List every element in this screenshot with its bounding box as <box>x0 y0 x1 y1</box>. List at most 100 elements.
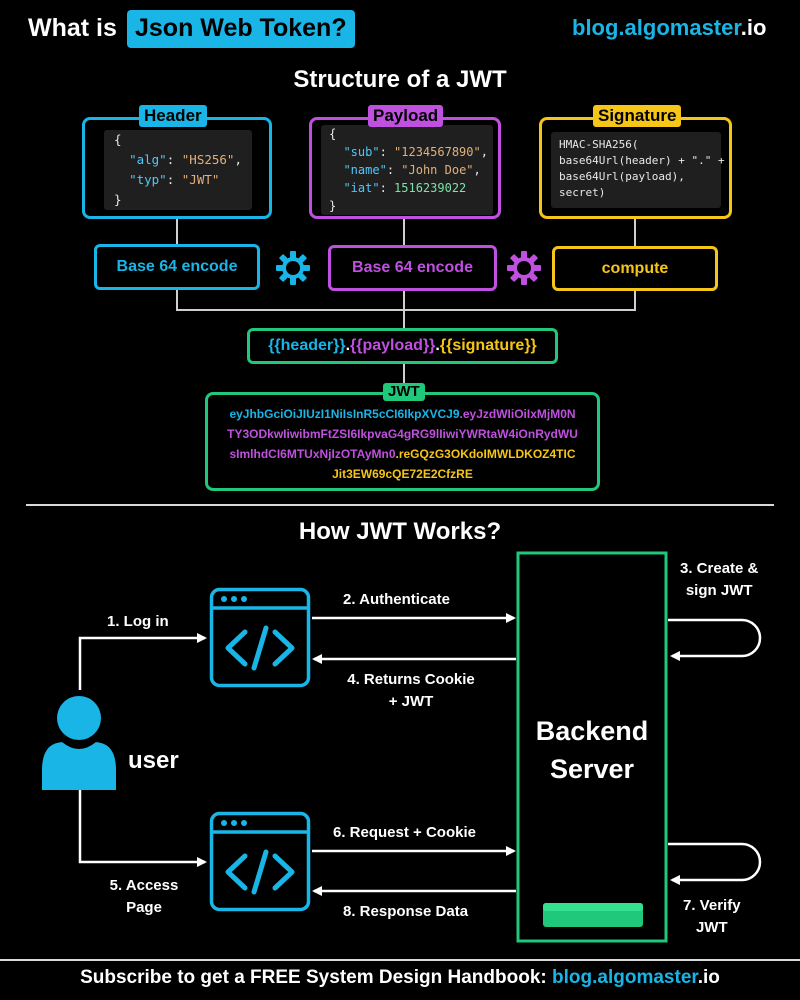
header-to-encode-line <box>176 219 178 244</box>
jwt-segment: Jit3EW69cQE72E2CfzRE <box>332 467 473 481</box>
step5-line2: Page <box>126 899 162 916</box>
step6-label: 6. Request + Cookie <box>333 824 476 841</box>
works-title: How JWT Works? <box>298 518 502 545</box>
backend-server-label: Backend Server <box>518 712 666 788</box>
merge-to-template-line <box>403 310 405 328</box>
server-label-line2: Server <box>549 754 635 784</box>
page-title-prefix: What is <box>28 14 117 42</box>
payload-code: { "sub": "1234567890", "name": "John Doe… <box>329 125 488 215</box>
code-line: } <box>329 199 337 213</box>
jwt-segment: .eyJzdWIiOiIxMjM0N <box>459 407 576 421</box>
code-line: "iat": 1516239022 <box>343 181 467 195</box>
step1-label: 1. Log in <box>107 613 169 630</box>
template-signature: {{signature}} <box>439 337 537 354</box>
section-divider <box>26 504 774 506</box>
code-line: secret) <box>559 186 606 199</box>
access-page-arrow <box>78 790 207 867</box>
server-label-line1: Backend <box>535 716 649 746</box>
header-card: { "alg": "HS256", "typ": "JWT"} <box>82 117 272 219</box>
code-window-icon <box>209 811 311 912</box>
brand-blog: blog. <box>572 15 625 40</box>
step3-line1: 3. Create & <box>680 560 759 577</box>
create-sign-loop <box>668 618 762 661</box>
server-status-bar-shine <box>543 903 643 911</box>
compute-down-line <box>634 291 636 310</box>
code-line: { <box>329 127 337 141</box>
brand-link[interactable]: blog.algomaster.io <box>572 15 766 41</box>
template-to-jwt-line <box>403 364 405 384</box>
step7-label: 7. Verify JWT <box>683 895 741 939</box>
code-line: "typ": "JWT" <box>129 172 220 187</box>
template-header: {{header}} <box>268 337 346 354</box>
code-line: base64Url(header) + "." + <box>559 154 725 167</box>
page-title-highlight: Json Web Token? <box>127 10 355 48</box>
jwt-token-text: eyJhbGciOiJIUzI1NiIsInR5cCI6IkpXVCJ9.eyJ… <box>212 404 593 484</box>
login-arrow <box>78 633 207 690</box>
footer-link-algomaster: algomaster <box>597 967 698 988</box>
user-label: user <box>128 747 179 774</box>
footer-cta: Subscribe to get a FREE System Design Ha… <box>0 967 800 989</box>
code-window-icon <box>209 587 311 688</box>
jwt-segment: .reGQzG3OKdoIMWLDKOZ4TIC <box>395 447 576 461</box>
signature-code: HMAC-SHA256(base64Url(header) + "." +bas… <box>559 137 725 201</box>
header-code: { "alg": "HS256", "typ": "JWT"} <box>114 130 242 210</box>
jwt-token-box: eyJhbGciOiJIUzI1NiIsInR5cCI6IkpXVCJ9.eyJ… <box>205 392 600 491</box>
flow-diagram <box>42 551 762 943</box>
jwt-line: sImlhdCI6MTUxNjIzOTAyMn0.reGQzG3OKdoIMWL… <box>212 444 593 464</box>
template-dot-2: . <box>435 337 440 354</box>
code-line: } <box>114 192 122 207</box>
payload-code-panel: { "sub": "1234567890", "name": "John Doe… <box>321 125 493 215</box>
jwt-line: eyJhbGciOiJIUzI1NiIsInR5cCI6IkpXVCJ9.eyJ… <box>212 404 593 424</box>
step3-line2: sign JWT <box>685 582 753 599</box>
payload-label: Payload <box>368 105 444 127</box>
encode-header-box: Base 64 encode <box>94 244 260 290</box>
jwt-segment: eyJhbGciOiJIUzI1NiIsInR5cCI6IkpXVCJ9 <box>229 407 460 421</box>
template-dot-1: . <box>345 337 351 354</box>
footer-link[interactable]: blog.algomaster.io <box>552 967 720 988</box>
step3-label: 3. Create & sign JWT <box>680 558 758 602</box>
jwt-template-box: {{header}}.{{payload}}.{{signature}} <box>247 328 558 364</box>
step2-label: 2. Authenticate <box>343 591 450 608</box>
user-icon <box>42 696 116 790</box>
encode-header-down-line <box>176 290 178 310</box>
payload-to-encode-line <box>403 219 405 245</box>
signature-label: Signature <box>593 105 682 127</box>
merge-horizontal-line <box>176 309 636 311</box>
gear-icon <box>276 251 310 285</box>
footer-link-io: .io <box>697 967 720 988</box>
brand-algomaster: algomaster <box>624 15 741 40</box>
jwt-line: TY3ODkwIiwibmFtZSI6IkpvaG4gRG9lIiwiYWRta… <box>212 424 593 444</box>
encode-payload-down-line <box>403 291 405 310</box>
brand-io: .io <box>740 15 767 40</box>
footer-link-blog: blog. <box>552 967 598 988</box>
jwt-segment: sImlhdCI6MTUxNjIzOTAyMn0 <box>229 447 396 461</box>
step7-line2: JWT <box>695 919 728 936</box>
step7-line1: 7. Verify <box>683 897 741 914</box>
code-line: base64Url(payload), <box>559 170 685 183</box>
step4-label: 4. Returns Cookie + JWT <box>336 669 486 713</box>
signature-to-compute-line <box>634 219 636 246</box>
step5-label: 5. Access Page <box>100 875 188 919</box>
verify-loop <box>668 842 762 885</box>
code-line: { <box>114 132 122 147</box>
encode-payload-box: Base 64 encode <box>328 245 497 291</box>
gear-icon <box>507 251 541 285</box>
step4-line2: + JWT <box>388 693 434 710</box>
signature-card: HMAC-SHA256(base64Url(header) + "." +bas… <box>539 117 732 219</box>
template-payload: {{payload}} <box>350 337 436 354</box>
jwt-segment: TY3ODkwIiwibmFtZSI6IkpvaG4gRG9lIiwiYWRta… <box>227 427 578 441</box>
step8-label: 8. Response Data <box>343 903 469 920</box>
code-line: "sub": "1234567890", <box>343 145 488 159</box>
structure-title: Structure of a JWT <box>293 66 507 93</box>
backend-server-box <box>516 551 668 943</box>
header-code-panel: { "alg": "HS256", "typ": "JWT"} <box>104 130 252 210</box>
code-line: "name": "John Doe", <box>343 163 481 177</box>
step5-line1: 5. Access <box>109 877 179 894</box>
step4-line1: 4. Returns Cookie <box>347 671 475 688</box>
footer-text: Subscribe to get a FREE System Design Ha… <box>80 967 547 988</box>
compute-box: compute <box>552 246 718 291</box>
signature-code-panel: HMAC-SHA256(base64Url(header) + "." +bas… <box>551 132 725 208</box>
footer-divider <box>0 959 800 961</box>
code-line: "alg": "HS256", <box>129 152 242 167</box>
jwt-label: JWT <box>383 383 425 401</box>
